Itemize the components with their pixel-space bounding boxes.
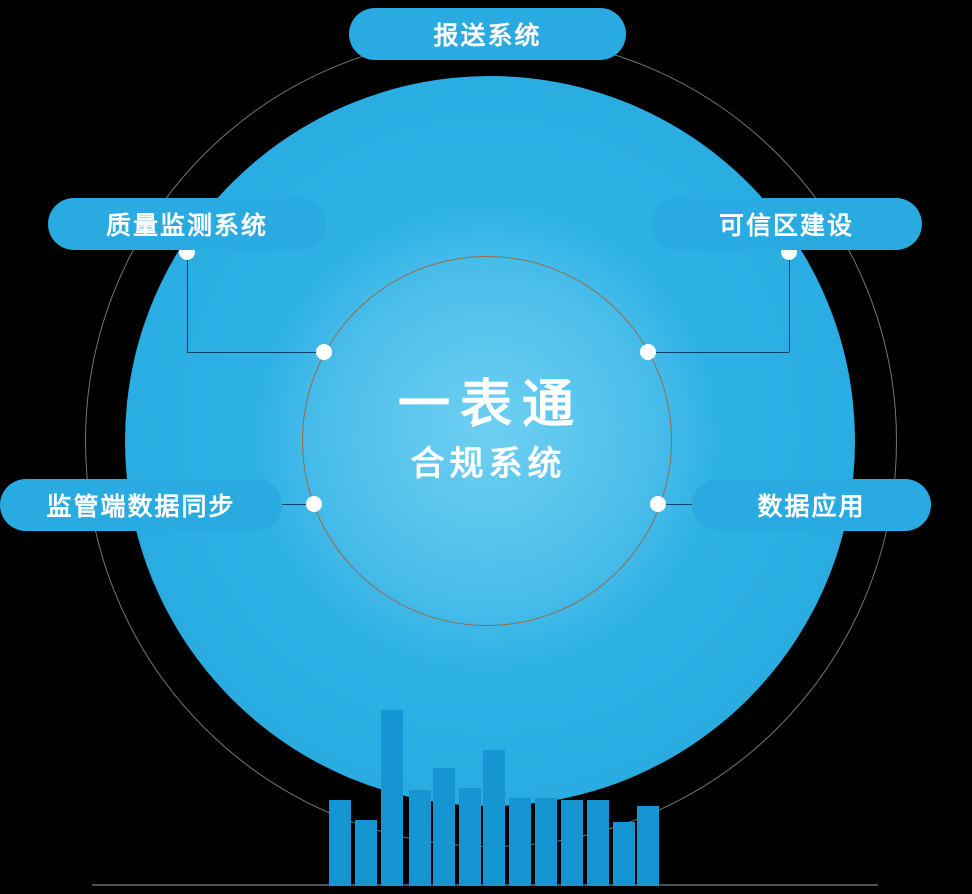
node-label: 报送系统 bbox=[433, 21, 542, 50]
skyline-bar bbox=[613, 822, 635, 886]
connector-dot bbox=[306, 496, 322, 512]
node-label: 数据应用 bbox=[757, 492, 866, 521]
node-pill-trusted-zone-construction: 可信区建设 bbox=[651, 198, 922, 250]
connector-line bbox=[658, 504, 692, 505]
node-pill-quality-monitoring-system: 质量监测系统 bbox=[48, 198, 326, 250]
node-label: 质量监测系统 bbox=[105, 211, 268, 240]
connector-line bbox=[789, 252, 790, 352]
connector-line bbox=[187, 352, 324, 353]
inner-ring bbox=[302, 256, 672, 626]
center-title: 一表通 bbox=[397, 375, 584, 435]
baseline-rule bbox=[92, 884, 878, 886]
connector-line bbox=[282, 504, 314, 505]
node-label: 监管端数据同步 bbox=[46, 492, 236, 521]
connector-line bbox=[187, 252, 188, 352]
node-pill-regulator-data-sync: 监管端数据同步 bbox=[0, 479, 282, 531]
node-label: 可信区建设 bbox=[718, 211, 854, 240]
connector-dot bbox=[316, 344, 332, 360]
node-pill-data-application: 数据应用 bbox=[692, 479, 931, 531]
node-pill-reporting-system: 报送系统 bbox=[349, 8, 626, 60]
connector-dot bbox=[640, 344, 656, 360]
connector-line bbox=[648, 352, 789, 353]
connector-dot bbox=[650, 496, 666, 512]
center-subtitle: 合规系统 bbox=[410, 444, 567, 484]
